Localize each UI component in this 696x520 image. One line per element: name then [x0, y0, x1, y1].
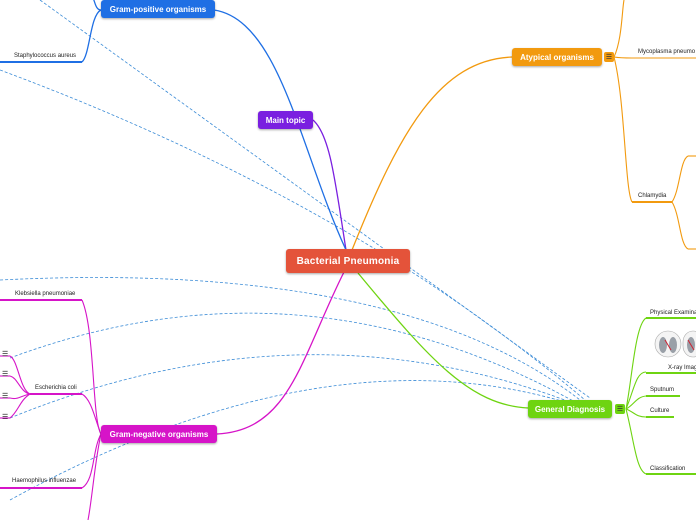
branch-gram-positive — [214, 10, 346, 250]
subtopic-xray[interactable]: X-ray Imag — [668, 364, 696, 372]
subtopic-haemophilus[interactable]: Haemophilus influenzae — [12, 477, 76, 485]
branch-diagnosis — [358, 273, 528, 408]
atypical-node[interactable]: Atypical organisms — [512, 48, 602, 66]
subtopic-klebsiella[interactable]: Klebsiella pneumoniae — [15, 290, 75, 298]
subtopic-physical-exam[interactable]: Physical Examina — [650, 309, 696, 317]
notes-icon[interactable]: ☰ — [2, 414, 8, 421]
main-topic-node[interactable]: Main topic — [258, 111, 313, 129]
relationship-line — [10, 313, 575, 402]
gram-negative-branches — [0, 300, 101, 520]
gram-positive-node[interactable]: Gram-positive organisms — [101, 0, 215, 18]
subtopic-staphylococcus[interactable]: Staphylococcus aureus — [14, 52, 76, 60]
subtopic-chlamydia[interactable]: Chlamydia — [638, 192, 666, 200]
subtopic-sputnum[interactable]: Sputnum — [650, 386, 674, 394]
notes-icon[interactable]: ☰ — [2, 351, 8, 358]
main-branches — [214, 10, 528, 434]
subtopic-mycoplasma[interactable]: Mycoplasma pneumo — [638, 48, 695, 56]
branch-main-topic — [313, 120, 346, 250]
gram-negative-node[interactable]: Gram-negative organisms — [101, 425, 217, 443]
subtopic-classification[interactable]: Classification — [650, 465, 685, 473]
xray-image — [655, 331, 696, 357]
subtopic-escherichia[interactable]: Escherichia coli — [35, 384, 77, 392]
general-diagnosis-node[interactable]: General Diagnosis — [528, 400, 612, 418]
subtopic-culture[interactable]: Culture — [650, 407, 669, 415]
atypical-branches — [614, 0, 696, 249]
notes-icon[interactable]: ☰ — [2, 371, 8, 378]
relationship-line — [0, 278, 580, 401]
notes-icon[interactable]: ☰ — [604, 52, 614, 62]
central-topic[interactable]: Bacterial Pneumonia — [286, 249, 410, 273]
branch-atypical — [352, 57, 512, 250]
notes-icon[interactable]: ☰ — [2, 393, 8, 400]
notes-icon[interactable]: ☰ — [615, 404, 625, 414]
